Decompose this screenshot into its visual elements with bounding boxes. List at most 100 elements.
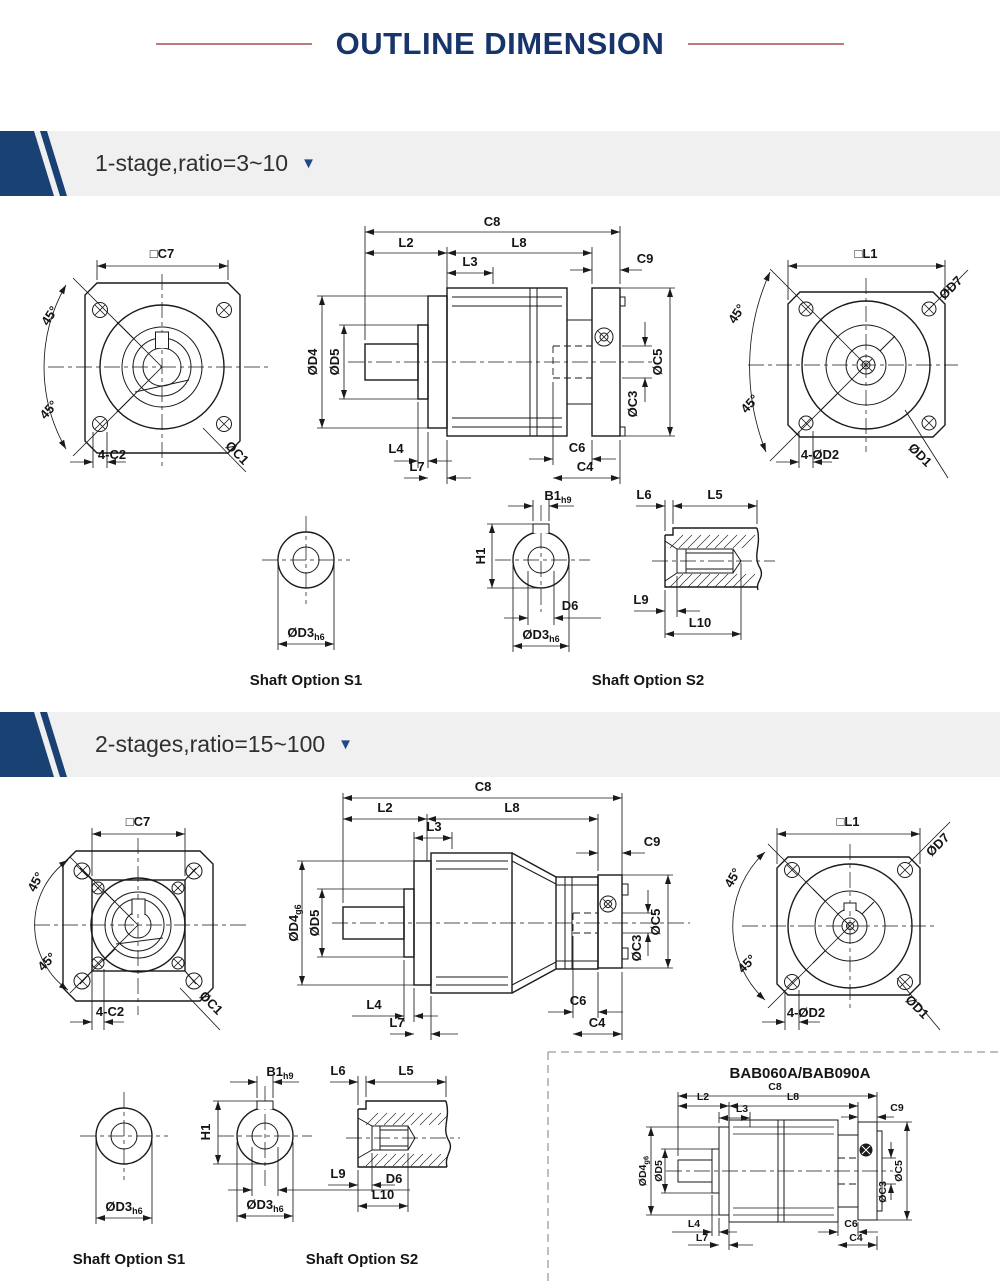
dim-d3-sub: h6 (549, 634, 560, 644)
dim-label-h1: H1 (198, 1124, 213, 1141)
dim-label-l6: L6 (330, 1063, 345, 1078)
dim-label-l9: L9 (633, 592, 648, 607)
inset-title: BAB060A/BAB090A (730, 1065, 871, 1082)
dim-label-l5: L5 (707, 487, 722, 502)
dim-label-45a: 45° (38, 303, 61, 328)
dim-label-c7: □C7 (126, 814, 150, 829)
dim-d4-main: ØD4 (286, 914, 301, 942)
dim-d3-sub: h6 (132, 1206, 143, 1216)
dim-label-4c2: 4-C2 (96, 1004, 124, 1019)
section-2-drawings: □C7 45° 45° 4-C2 ØC1 (24, 779, 952, 1268)
shaft-s1-caption: Shaft Option S1 (250, 672, 363, 689)
dim-label-h1: H1 (473, 548, 488, 565)
dim-label-l2: L2 (697, 1091, 709, 1103)
dim-label-l1: □L1 (854, 246, 877, 261)
dim-label-d4: ØD4 (305, 348, 320, 376)
dim-d3-sub: h6 (314, 632, 325, 642)
diagonal-stripe-icon (0, 131, 67, 196)
title-rule-left (155, 43, 312, 45)
dim-label-l9: L9 (330, 1166, 345, 1181)
section-2-heading: 2-stages,ratio=15~100 (95, 731, 326, 757)
dim-label-c8: C8 (768, 1081, 782, 1093)
dim-label-45b: 45° (734, 951, 759, 976)
dim-label-l10: L10 (372, 1187, 394, 1202)
dim-label-c9: C9 (890, 1102, 904, 1114)
dim-label-c6: C6 (569, 440, 586, 455)
s1-shaft-option-s2-side: L6 L5 L9 L10 Shaft Option S2 (592, 487, 775, 689)
dim-label-c3: ØC3 (625, 391, 640, 418)
page-title: OUTLINE DIMENSION (335, 26, 665, 61)
dim-label-45a: 45° (24, 870, 46, 894)
s2-shaft-option-s2-front: B1h9 H1 D6 ØD3h6 (198, 1064, 410, 1222)
dim-label-c5: ØC5 (650, 349, 665, 376)
dim-b1-sub: h9 (283, 1071, 294, 1081)
dim-label-l8: L8 (511, 235, 526, 250)
dim-label-d5: ØD5 (307, 910, 322, 937)
dim-d4-main: ØD4 (637, 1164, 649, 1186)
dim-label-l4: L4 (688, 1218, 700, 1230)
dim-d4-sub: g6 (293, 904, 303, 915)
dim-label-c6: C6 (570, 993, 587, 1008)
dim-label-c6: C6 (844, 1218, 858, 1230)
collapse-triangle-icon[interactable]: ▼ (338, 736, 354, 753)
dim-label-c7: □C7 (150, 246, 174, 261)
dim-label-oc1: ØC1 (196, 988, 226, 1018)
dim-label-l3: L3 (426, 819, 441, 834)
s1-rear-view: □L1 ØD7 45° 45° 4-ØD2 ØD1 (725, 246, 969, 479)
dim-label-l7: L7 (696, 1232, 708, 1244)
dim-label-d3: ØD3h6 (105, 1199, 142, 1216)
dim-label-d1: ØD1 (902, 992, 932, 1022)
dim-d3-main: ØD3 (287, 625, 314, 640)
diagonal-stripe-icon (0, 712, 67, 777)
dim-label-l7: L7 (409, 459, 424, 474)
dim-label-4d2: 4-ØD2 (801, 447, 839, 462)
dim-label-d3: ØD3h6 (287, 625, 324, 642)
dim-label-45b: 45° (36, 397, 60, 422)
dim-label-4c2: 4-C2 (98, 447, 126, 462)
section-2-header[interactable]: 2-stages,ratio=15~100 ▼ (0, 712, 1000, 777)
s2-front-view: □C7 45° 45° 4-C2 ØC1 (24, 814, 248, 1031)
dim-label-c9: C9 (637, 251, 654, 266)
collapse-triangle-icon[interactable]: ▼ (301, 155, 316, 172)
title-rule-right (688, 43, 845, 45)
shaft-s2-caption: Shaft Option S2 (306, 1251, 419, 1268)
dim-label-l5: L5 (398, 1063, 413, 1078)
dim-label-c8: C8 (484, 214, 501, 229)
dim-label-l3: L3 (736, 1103, 748, 1115)
s2-side-view: C8 L2 L8 L3 C9 ØD4g6 ØD5 ØC5 (286, 779, 690, 1040)
dim-label-b1: B1h9 (266, 1064, 293, 1081)
dim-d3-main: ØD3 (105, 1199, 132, 1214)
dim-label-d5: ØD5 (653, 1160, 665, 1182)
s1-front-view: □C7 45° 45° 4-C2 ØC1 (36, 246, 272, 473)
s1-side-view: C8 L2 L8 L3 C9 ØD4 ØD5 ØC5 (305, 214, 675, 484)
dim-label-c4: C4 (849, 1232, 863, 1244)
shaft-s2-caption: Shaft Option S2 (592, 672, 705, 689)
dim-label-d1: ØD1 (905, 440, 935, 470)
dim-label-c8: C8 (475, 779, 492, 794)
dim-label-d3: ØD3h6 (522, 627, 559, 644)
dim-label-l10: L10 (689, 615, 711, 630)
dim-label-l3: L3 (462, 254, 477, 269)
dim-b1-main: B1 (266, 1064, 283, 1079)
dim-label-oc1: ØC1 (222, 438, 252, 468)
dim-label-l4: L4 (388, 441, 404, 456)
dim-label-d5: ØD5 (327, 349, 342, 376)
dim-d3-sub: h6 (273, 1204, 284, 1214)
dim-d3-main: ØD3 (246, 1197, 273, 1212)
dim-label-c4: C4 (577, 459, 594, 474)
dim-d3-main: ØD3 (522, 627, 549, 642)
dim-b1-main: B1 (544, 488, 561, 503)
s2-shaft-option-s1: ØD3h6 Shaft Option S1 (73, 1092, 185, 1268)
dim-label-l7: L7 (389, 1015, 404, 1030)
section-1-header[interactable]: 1-stage,ratio=3~10 ▼ (0, 131, 1000, 196)
dim-label-c3: ØC3 (877, 1181, 889, 1203)
dim-label-4d2: 4-ØD2 (787, 1005, 825, 1020)
dim-label-l1: □L1 (836, 814, 859, 829)
s2-rear-view: □L1 ØD7 45° 45° 4-ØD2 ØD1 (721, 814, 953, 1031)
dim-label-d7: ØD7 (923, 830, 953, 860)
dim-b1-sub: h9 (561, 495, 572, 505)
dim-label-d4: ØD4g6 (286, 904, 303, 941)
dim-label-l2: L2 (377, 800, 392, 815)
dim-label-b1: B1h9 (544, 488, 571, 505)
